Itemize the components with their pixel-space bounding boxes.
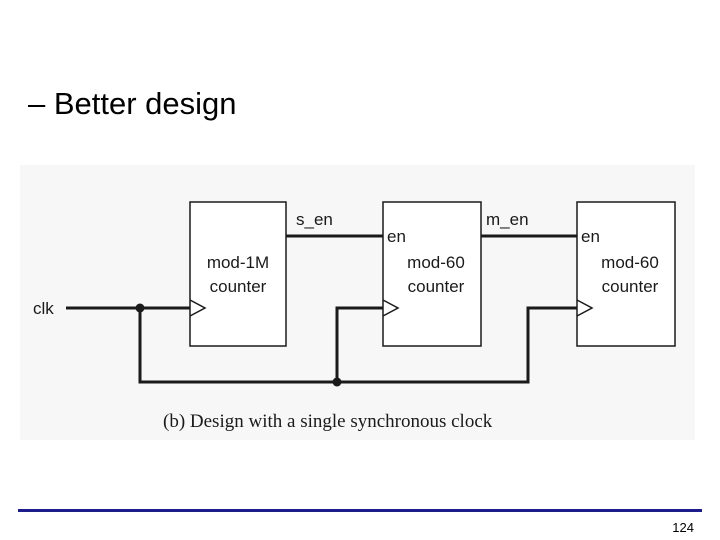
- clock-branch-junction-dot: [332, 377, 342, 387]
- clock-input-triangle-3: [576, 299, 594, 317]
- block-1-name: mod-1M: [207, 253, 269, 272]
- mod-60-counter-box-1: [382, 201, 482, 347]
- clock-input-triangle-1: [189, 299, 207, 317]
- clock-distribution-wire: [138, 306, 577, 384]
- mod-1m-counter-box: [189, 201, 287, 347]
- block-2-kind: counter: [408, 277, 465, 296]
- clock-input-triangle-2: [382, 299, 400, 317]
- block-3-enable-label: en: [581, 227, 600, 246]
- block-2-enable-label: en: [387, 227, 406, 246]
- s-en-label: s_en: [296, 210, 333, 229]
- mod-60-counter-box-2: [576, 201, 676, 347]
- circuit-diagram: mod-1M counter en mod-60 counter en mod-…: [33, 201, 676, 432]
- block-3-kind: counter: [602, 277, 659, 296]
- clk-junction-dot: [135, 303, 145, 313]
- block-3-name: mod-60: [601, 253, 659, 272]
- clock-branch-wire: [335, 306, 383, 382]
- page-number: 124: [672, 520, 694, 535]
- clk-label: clk: [33, 299, 54, 318]
- footer-rule: [18, 509, 702, 512]
- block-2-name: mod-60: [407, 253, 465, 272]
- wires: [66, 234, 577, 384]
- block-1-kind: counter: [210, 277, 267, 296]
- slide-heading: – Better design: [28, 86, 237, 121]
- m-en-label: m_en: [486, 210, 529, 229]
- circuit-figure: mod-1M counter en mod-60 counter en mod-…: [20, 165, 695, 440]
- figure-caption: (b) Design with a single synchronous clo…: [163, 411, 493, 432]
